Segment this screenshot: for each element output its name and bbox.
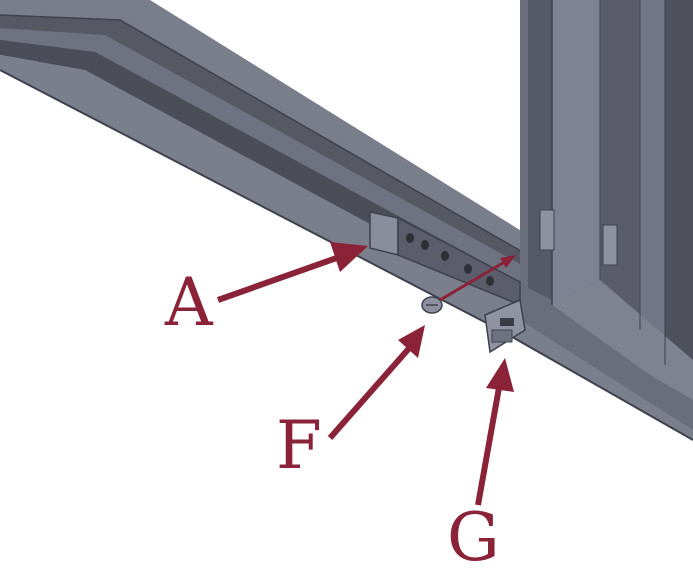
bracket-flange: [369, 211, 399, 256]
stile-tab-right: [602, 224, 618, 266]
stile-face-4: [640, 0, 665, 360]
callout-label-g: G: [447, 499, 500, 568]
clip-slot: [500, 318, 514, 326]
clip-stud: [491, 329, 513, 343]
clip-part: [484, 298, 526, 354]
insert-arrow: [439, 255, 516, 302]
callout-arrow-g: [475, 358, 514, 506]
callout-label-a: A: [164, 264, 214, 341]
screw-part: [421, 296, 443, 314]
bracket-part: [369, 211, 521, 307]
stile-face-1: [528, 0, 552, 300]
rail-edge-upper: [0, 14, 546, 266]
callout-arrow-f: [327, 325, 425, 440]
stile-face-3: [600, 0, 640, 330]
callout-label-f: F: [276, 407, 322, 484]
stile-tab-left: [539, 209, 555, 251]
rail-top-face: [0, 0, 560, 265]
bracket-holes: [406, 233, 494, 286]
window-stile: [520, 0, 693, 430]
callout-arrow-a: [216, 242, 368, 303]
stile-face-5: [665, 0, 693, 400]
stile-corner: [552, 280, 693, 400]
stile-face-2: [552, 0, 600, 305]
